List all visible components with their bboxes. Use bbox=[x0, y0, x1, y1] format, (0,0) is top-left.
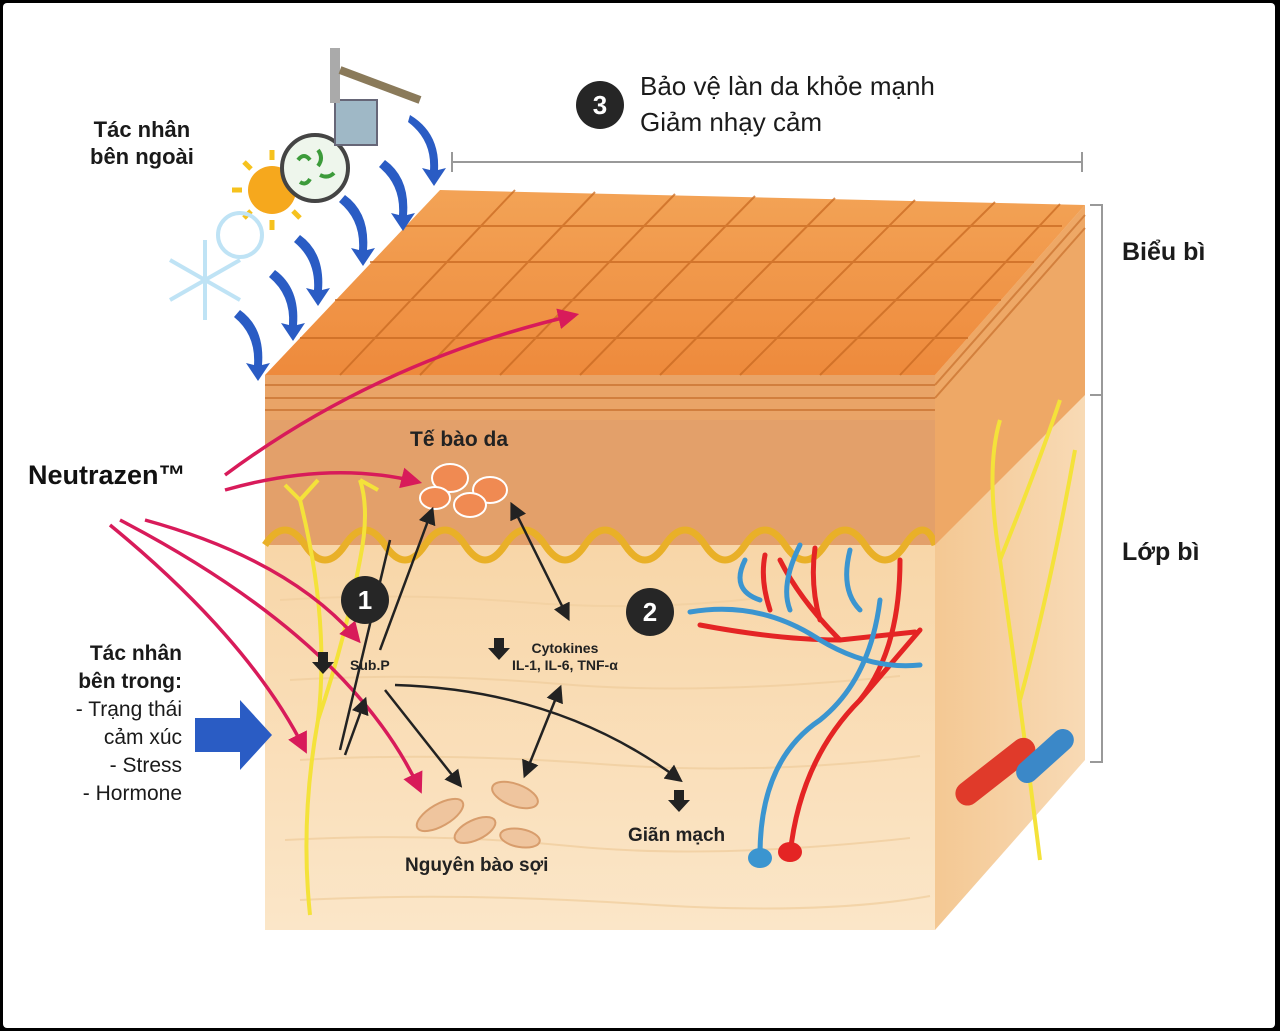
cytokines-label: Cytokines IL-1, IL-6, TNF-α bbox=[512, 640, 618, 674]
skin-cells-label: Tế bào da bbox=[410, 428, 509, 451]
internal-item: cảm xúc bbox=[103, 726, 182, 749]
epidermis-label: Biểu bì bbox=[1122, 238, 1206, 266]
neutrazen-label: Neutrazen™ bbox=[28, 460, 186, 490]
layer-brackets bbox=[451, 152, 1103, 763]
subp-label: Sub.P bbox=[350, 657, 390, 673]
skin-cells-cluster bbox=[419, 463, 508, 518]
protect-line-2: Giảm nhạy cảm bbox=[640, 107, 823, 137]
external-attack-arrows bbox=[234, 115, 446, 381]
badge-2: 2 bbox=[626, 588, 674, 636]
pathway-arrows bbox=[338, 501, 683, 788]
internal-factor-arrow bbox=[195, 700, 272, 770]
blood-vessels bbox=[687, 542, 923, 858]
external-line-2: bên ngoài bbox=[90, 144, 194, 169]
neutrazen-arrows bbox=[108, 308, 580, 794]
fibroblast-cells bbox=[415, 780, 541, 849]
dermal-junction bbox=[262, 526, 939, 564]
badge-2-text: 2 bbox=[643, 597, 657, 627]
snowflake-icon bbox=[169, 211, 264, 320]
external-line-1: Tác nhân bbox=[93, 117, 191, 142]
factory-icon bbox=[330, 48, 422, 146]
badge-1-text: 1 bbox=[358, 585, 372, 615]
skin-side-epidermis bbox=[935, 205, 1085, 545]
internal-item: - Hormone bbox=[82, 782, 182, 805]
protect-caption: Bảo vệ làn da khỏe mạnh Giảm nhạy cảm bbox=[640, 68, 935, 140]
cytokines-line-2: IL-1, IL-6, TNF-α bbox=[512, 657, 618, 673]
cytokines-line-1: Cytokines bbox=[531, 640, 599, 656]
badge-3: 3 bbox=[576, 81, 624, 129]
fibroblasts-label: Nguyên bào sợi bbox=[405, 855, 549, 876]
internal-item: - Stress bbox=[109, 754, 182, 777]
vessel-ends bbox=[748, 728, 1074, 868]
internal-item: - Trạng thái bbox=[75, 698, 182, 721]
dermis-label: Lớp bì bbox=[1122, 538, 1200, 566]
internal-line-1: Tác nhân bbox=[89, 642, 182, 665]
internal-factors-label: Tác nhân bên trong: - Trạng thái cảm xúc… bbox=[40, 640, 182, 808]
vasodilation-label: Giãn mạch bbox=[628, 825, 726, 846]
skin-cell-grid bbox=[300, 189, 1062, 376]
badge-1: 1 bbox=[341, 576, 389, 624]
external-factors-label: Tác nhân bên ngoài bbox=[90, 116, 194, 170]
decrease-markers bbox=[312, 638, 690, 812]
internal-line-2: bên trong: bbox=[78, 670, 182, 693]
badge-3-text: 3 bbox=[593, 90, 607, 120]
protect-line-1: Bảo vệ làn da khỏe mạnh bbox=[640, 71, 935, 101]
nerve-fibres bbox=[283, 399, 1077, 916]
dermis-front bbox=[265, 545, 935, 930]
bacteria-icon bbox=[280, 133, 350, 203]
